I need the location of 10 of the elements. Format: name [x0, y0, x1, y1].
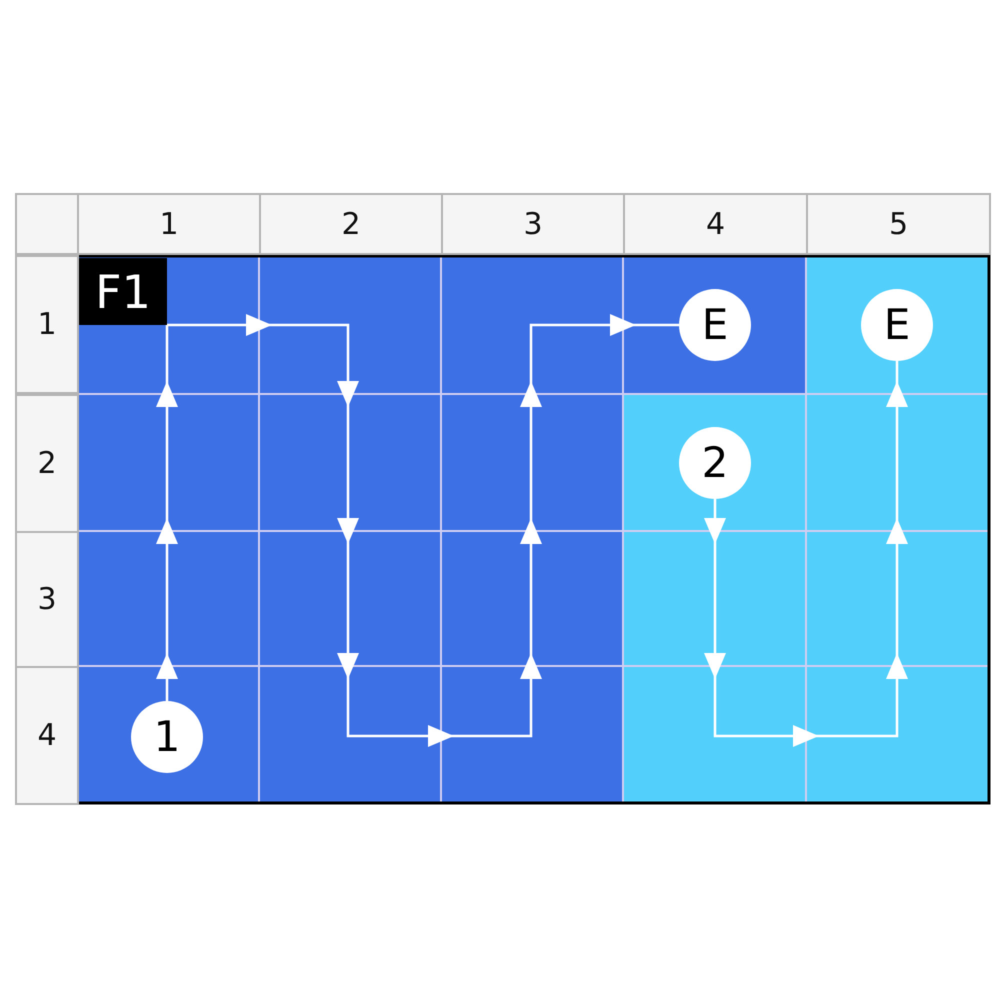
row-header: 1	[15, 255, 79, 394]
column-header: 3	[441, 193, 625, 255]
row-header: 4	[15, 666, 79, 805]
column-header: 4	[623, 193, 808, 255]
column-header: 1	[77, 193, 261, 255]
row-header: 2	[15, 394, 79, 533]
column-header: 2	[259, 193, 443, 255]
row-header: 3	[15, 531, 79, 668]
column-header: 5	[806, 193, 991, 255]
cell-tag: F1	[79, 258, 167, 325]
